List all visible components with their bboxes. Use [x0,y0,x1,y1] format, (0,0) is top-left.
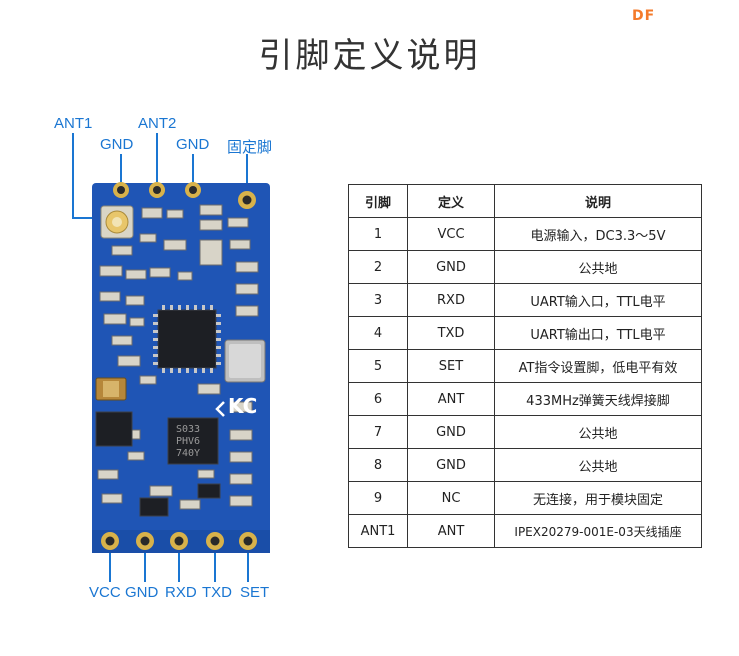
header-description: 说明 [494,184,702,218]
cell-definition: GND [407,250,495,284]
brand-logo: DF [632,8,656,24]
transistor-bottom [139,497,169,517]
cell-definition: NC [407,481,495,515]
header-pin: 引脚 [348,184,408,218]
cell-pin: 1 [348,217,408,251]
inductor [95,377,127,401]
label-txd: TXD [202,584,232,601]
cell-description: 公共地 [494,448,702,482]
cell-definition: GND [407,448,495,482]
label-rxd: RXD [165,584,197,601]
cell-description: 无连接，用于模块固定 [494,481,702,515]
cell-description: UART输出口，TTL电平 [494,316,702,350]
label-ant1: ANT1 [54,115,93,132]
ipex-connector [100,205,134,239]
transistor-right [197,483,221,499]
ic-line-1: S033 [176,424,200,435]
table-row: 7 GND 公共地 [348,415,702,449]
secondary-chip: S033 PHV6 740Y [167,417,219,465]
label-vcc: VCC [89,584,121,601]
cell-pin: 6 [348,382,408,416]
label-ant2: ANT2 [138,115,177,132]
cell-definition: GND [407,415,495,449]
pin-definition-table: 引脚 定义 说明 1 VCC 电源输入，DC3.3～5V 2 GND 公共地 3… [348,184,702,548]
silk-logo: KC [228,394,257,418]
cell-pin: 2 [348,250,408,284]
cell-pin: 5 [348,349,408,383]
table-row: 1 VCC 电源输入，DC3.3～5V [348,217,702,251]
cell-pin: 9 [348,481,408,515]
cell-description: 公共地 [494,250,702,284]
cell-description: IPEX20279-001E-03天线插座 [494,514,702,548]
cell-pin: ANT1 [348,514,408,548]
table-row: 9 NC 无连接，用于模块固定 [348,481,702,515]
cell-definition: ANT [407,382,495,416]
table-row: 6 ANT 433MHz弹簧天线焊接脚 [348,382,702,416]
label-set: SET [240,584,270,601]
table-row: 8 GND 公共地 [348,448,702,482]
crystal [224,339,266,383]
label-gnd-left: GND [100,136,134,153]
cell-definition: TXD [407,316,495,350]
cell-pin: 4 [348,316,408,350]
header-definition: 定义 [407,184,495,218]
table-header-row: 引脚 定义 说明 [348,184,702,218]
table-row: 2 GND 公共地 [348,250,702,284]
main-chip [153,305,221,373]
page-title: 引脚定义说明 [258,36,481,76]
table-row: 4 TXD UART输出口，TTL电平 [348,316,702,350]
cell-definition: RXD [407,283,495,317]
ic-line-3: 740Y [176,448,200,459]
pcb-board [92,183,270,553]
ic-line-2: PHV6 [176,436,200,447]
label-gnd-right: GND [176,136,210,153]
table-row: ANT1 ANT IPEX20279-001E-03天线插座 [348,514,702,548]
top-pads [113,182,256,209]
cell-description: 电源输入，DC3.3～5V [494,217,702,251]
cell-description: UART输入口，TTL电平 [494,283,702,317]
table-row: 3 RXD UART输入口，TTL电平 [348,283,702,317]
cell-pin: 3 [348,283,408,317]
bottom-pads [101,532,257,550]
cell-description: 公共地 [494,415,702,449]
cell-definition: ANT [407,514,495,548]
label-gnd-bottom: GND [125,584,159,601]
cell-pin: 8 [348,448,408,482]
transistor-left [95,411,133,447]
cell-definition: SET [407,349,495,383]
label-fixed-pin: 固定脚 [227,139,273,156]
cell-description: AT指令设置脚，低电平有效 [494,349,702,383]
cell-definition: VCC [407,217,495,251]
table-row: 5 SET AT指令设置脚，低电平有效 [348,349,702,383]
smd-components [97,204,259,510]
cell-pin: 7 [348,415,408,449]
cell-description: 433MHz弹簧天线焊接脚 [494,382,702,416]
